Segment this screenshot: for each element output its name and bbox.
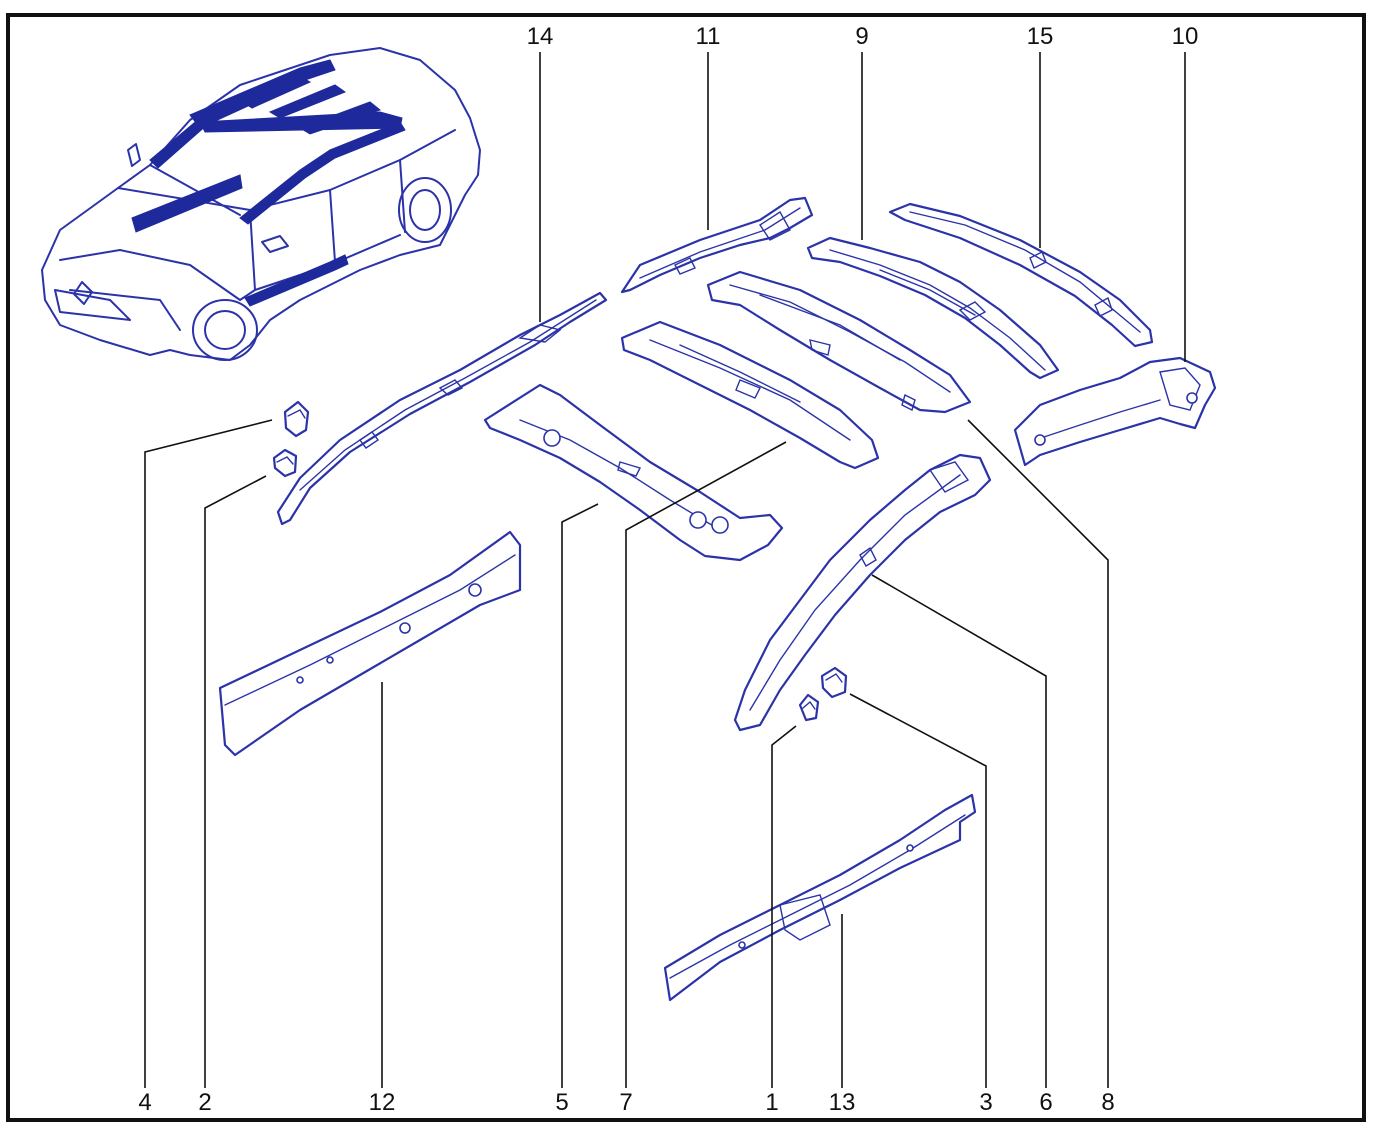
part-12-left-sill <box>218 530 522 757</box>
part-2-bracket <box>272 448 298 478</box>
leader-8 <box>967 419 1109 1088</box>
part-10-rear-header <box>1013 356 1217 467</box>
leader-3 <box>849 693 987 1088</box>
part-4-bracket <box>283 400 310 438</box>
part-1-bracket <box>798 693 820 722</box>
callout-13: 13 <box>829 1089 856 1116</box>
leader-2 <box>204 475 267 1088</box>
callout-7: 7 <box>619 1089 632 1116</box>
callout-3: 3 <box>979 1089 992 1116</box>
callout-6: 6 <box>1039 1089 1052 1116</box>
leader-4 <box>144 419 273 1088</box>
part-7-roof-crossmember <box>620 320 880 470</box>
part-11-front-roof-section <box>620 196 814 294</box>
callout-12: 12 <box>369 1089 396 1116</box>
leader-6 <box>871 574 1047 1088</box>
part-3-bracket <box>820 666 848 699</box>
part-8-roof-front-header <box>706 270 972 414</box>
leader-5 <box>561 503 599 1088</box>
callout-4: 4 <box>138 1089 151 1116</box>
callout-15: 15 <box>1027 23 1054 50</box>
part-9-roof-crossmember <box>806 236 1060 380</box>
leader-lines <box>144 52 1186 1088</box>
leader-1 <box>771 725 797 1088</box>
callout-11: 11 <box>696 23 721 50</box>
callout-labels: 14 11 9 15 10 4 2 12 5 7 1 13 3 6 8 <box>138 23 1198 1116</box>
part-14-left-roof-rail <box>276 291 608 526</box>
part-13-right-sill <box>663 793 977 1002</box>
callout-10: 10 <box>1172 23 1199 50</box>
callout-5: 5 <box>555 1089 568 1116</box>
car-overview-icon <box>41 47 481 361</box>
callout-14: 14 <box>527 23 554 50</box>
part-5-windscreen-cowl <box>483 383 784 562</box>
callout-2: 2 <box>198 1089 211 1116</box>
callout-1: 1 <box>765 1089 778 1116</box>
part-15-roof-bow <box>888 202 1154 348</box>
leader-7 <box>625 441 787 1088</box>
diagram-frame <box>6 13 1366 1122</box>
part-6-right-roof-rail <box>733 453 992 732</box>
callout-9: 9 <box>855 23 868 50</box>
callout-8: 8 <box>1101 1089 1114 1116</box>
